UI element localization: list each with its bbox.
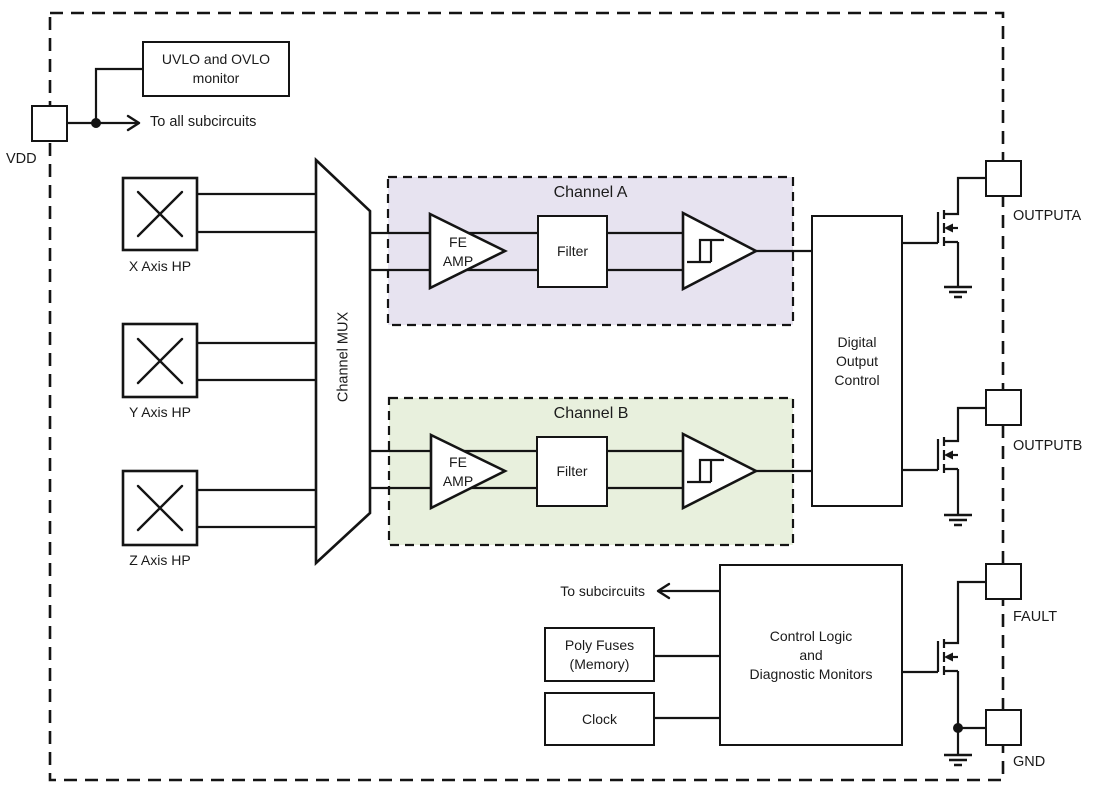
- to-all-subcircuits-label: To all subcircuits: [150, 114, 257, 130]
- to-all-subcircuits-arrow-icon: [126, 114, 141, 132]
- fe-amp-b-triangle: [429, 432, 508, 511]
- fe-amp-a-triangle: [428, 211, 508, 291]
- to-subcircuits-label: To subcircuits: [560, 583, 645, 599]
- fault-pad-label: FAULT: [1013, 609, 1058, 625]
- comparator-a: [681, 210, 759, 292]
- multiplier-icon: [136, 484, 184, 532]
- z-axis-wires: [197, 488, 316, 529]
- multiplier-icon: [136, 190, 184, 238]
- channel-b-wires: [370, 449, 683, 490]
- gnd-pad-label: GND: [1013, 754, 1046, 770]
- y-axis-hall-plate: [121, 322, 199, 399]
- outputb-mosfet-icon: [936, 406, 985, 527]
- vdd-junction-dot: [91, 118, 101, 128]
- fe-amp-b-label: FE AMP: [442, 454, 474, 489]
- outputa-pad-label: OUTPUTA: [1013, 208, 1082, 224]
- outputb-pad-label: OUTPUTB: [1013, 438, 1083, 454]
- channel-a-title: Channel A: [553, 184, 628, 201]
- channel-mux-shape: [314, 156, 372, 566]
- ground-icon: [944, 513, 972, 527]
- y-axis-hp-label: Y Axis HP: [129, 404, 191, 420]
- y-axis-wires: [197, 341, 316, 382]
- multiplier-icon: [136, 337, 184, 385]
- uvlo-ovlo-monitor-box: UVLO and OVLO monitor: [142, 41, 290, 97]
- channel-a-wires: [370, 231, 683, 272]
- fault-mosfet-icon: [936, 580, 985, 767]
- to-subcircuits-arrow-icon: [656, 582, 671, 600]
- channel-b-outline: [387, 396, 795, 547]
- clock-box: Clock: [544, 692, 655, 746]
- x-axis-hp-label: X Axis HP: [128, 258, 192, 274]
- comparator-b: [681, 431, 759, 511]
- channel-b-title: Channel B: [553, 405, 629, 422]
- ground-icon: [944, 285, 972, 299]
- control-logic-box: Control Logic and Diagnostic Monitors: [719, 564, 903, 746]
- gnd-junction-dot: [953, 723, 963, 733]
- x-axis-hall-plate: [121, 176, 199, 252]
- vdd-wire: [68, 67, 142, 125]
- channel-a-outline: [386, 175, 795, 327]
- hysteresis-icon: [687, 238, 724, 264]
- z-axis-hp-label: Z Axis HP: [129, 552, 191, 568]
- gnd-pad: [985, 709, 1022, 746]
- digital-output-control-box: Digital Output Control: [811, 215, 903, 507]
- filter-a-box: Filter: [537, 215, 608, 288]
- channel-mux-label: Channel MUX: [335, 311, 352, 403]
- vdd-pad: [31, 105, 68, 142]
- z-axis-hall-plate: [121, 469, 199, 547]
- poly-fuses-box: Poly Fuses (Memory): [544, 627, 655, 682]
- filter-b-box: Filter: [536, 436, 608, 507]
- fault-pad: [985, 563, 1022, 600]
- ground-icon: [944, 753, 972, 767]
- fe-amp-a-label: FE AMP: [442, 234, 474, 269]
- vdd-pad-label: VDD: [6, 151, 37, 167]
- outputb-pad: [985, 389, 1022, 426]
- hysteresis-icon: [687, 458, 724, 484]
- chip-boundary: [48, 11, 1005, 782]
- outputa-pad: [985, 160, 1022, 197]
- x-axis-wires: [197, 192, 316, 234]
- outputa-mosfet-icon: [936, 176, 985, 299]
